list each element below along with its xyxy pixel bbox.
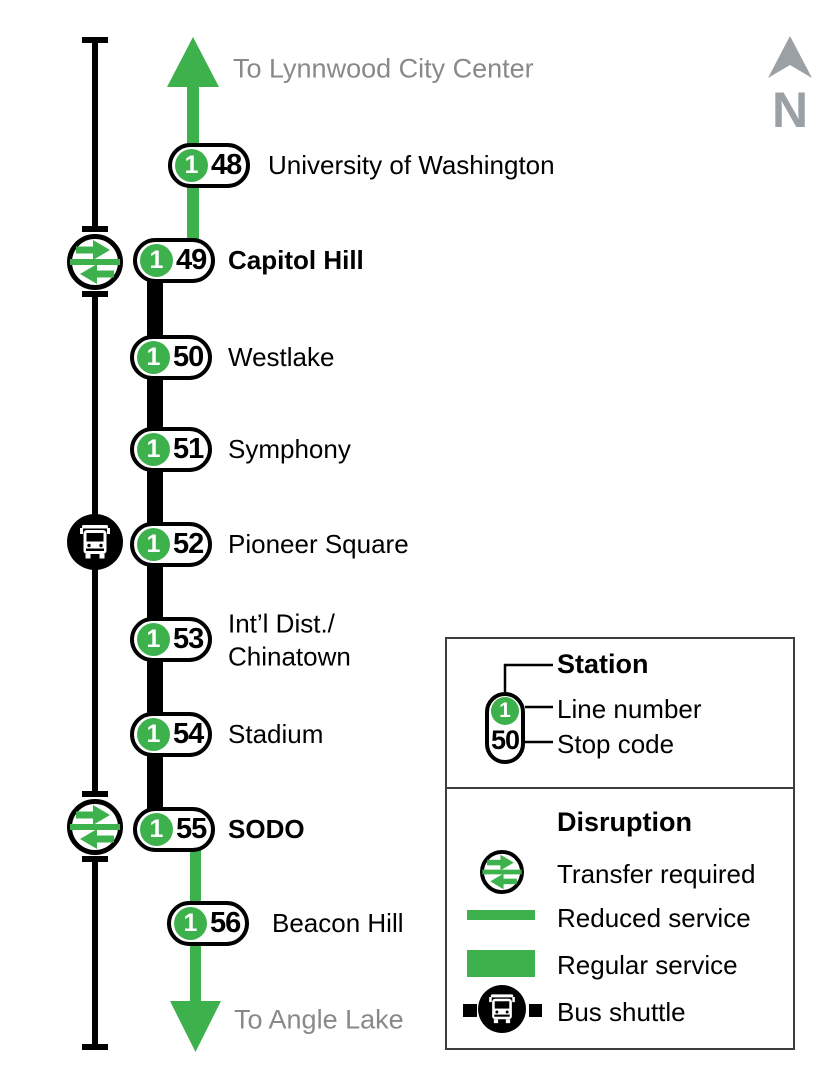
transfer-icon [67, 799, 123, 855]
line-number-dot: 1 [174, 907, 207, 940]
station-label: SODO [228, 813, 305, 844]
stop-code: 53 [173, 623, 204, 655]
stop-code: 55 [176, 813, 207, 845]
transfer-icon [480, 850, 524, 894]
legend-disruption-title: Disruption [557, 807, 692, 837]
stop-code: 56 [210, 907, 241, 939]
station-badge-55: 1 55 [133, 807, 215, 852]
legend-line-number-label: Line number [557, 694, 702, 724]
station-badge-50: 1 50 [130, 335, 212, 380]
station-badge-56: 1 56 [167, 901, 249, 946]
line-number-dot: 1 [175, 149, 208, 182]
south-direction-arrowhead [170, 1001, 221, 1052]
stop-code: 52 [173, 528, 204, 560]
line-number-dot: 1 [137, 433, 170, 466]
reduced-service-swatch [467, 910, 535, 920]
legend-box: 1 50 Station Line number Stop code Disru… [445, 637, 795, 1050]
station-badge-48: 1 48 [168, 143, 250, 188]
station-label: Symphony [228, 433, 351, 464]
legend-reduced-label: Reduced service [557, 903, 751, 933]
stop-code: 54 [173, 718, 204, 750]
station-label: Beacon Hill [272, 907, 404, 938]
station-badge-53: 1 53 [130, 617, 212, 662]
station-label: Westlake [228, 341, 335, 372]
bracket-cap [82, 856, 108, 862]
line-number-dot: 1 [137, 623, 170, 656]
bus-shuttle-icon [463, 985, 558, 1033]
legend-regular-label: Regular service [557, 950, 738, 980]
legend-stop-code-label: Stop code [557, 729, 675, 759]
stop-code: 49 [176, 244, 207, 276]
station-badge-49: 1 49 [133, 238, 215, 283]
station-label: Int’l Dist./ Chinatown [228, 608, 351, 672]
bus-shuttle-icon [67, 514, 123, 570]
station-label: Pioneer Square [228, 528, 409, 559]
legend-bus-label: Bus shuttle [557, 997, 686, 1027]
bracket-cap [82, 791, 108, 797]
stop-code: 48 [211, 149, 242, 181]
station-label: Stadium [228, 718, 324, 749]
stop-code-sample: 50 [490, 725, 520, 755]
station-badge-52: 1 52 [130, 522, 212, 567]
legend-station-title: Station [557, 649, 649, 679]
legend-divider [447, 787, 793, 789]
north-letter: N [771, 82, 809, 138]
stop-code: 51 [173, 433, 204, 465]
legend-transfer-label: Transfer required [557, 859, 756, 889]
station-label: University of Washington [268, 149, 555, 180]
north-arrow-icon [768, 36, 812, 78]
north-direction-arrowhead [167, 37, 219, 87]
north-compass: N [768, 36, 812, 135]
line-number-dot: 1 [491, 697, 519, 725]
legend-station-pill: 1 50 [485, 692, 525, 764]
line-number-dot: 1 [137, 341, 170, 374]
line-number-dot: 1 [137, 528, 170, 561]
bracket-line-lower [92, 862, 98, 1046]
line-number-dot: 1 [140, 244, 173, 277]
line-number-dot: 1 [140, 813, 173, 846]
legend-callout-lines [503, 663, 553, 744]
bracket-cap [82, 226, 108, 232]
stop-code: 50 [173, 341, 204, 373]
bracket-line-upper [92, 40, 98, 230]
bracket-cap-bottom [82, 1044, 108, 1050]
direction-label-north: To Lynnwood City Center [233, 53, 534, 84]
bracket-cap [82, 291, 108, 297]
station-label: Capitol Hill [228, 244, 364, 275]
station-badge-51: 1 51 [130, 427, 212, 472]
line-number-dot: 1 [137, 718, 170, 751]
station-badge-54: 1 54 [130, 712, 212, 757]
regular-service-swatch [467, 950, 535, 977]
transfer-icon [67, 234, 123, 290]
direction-label-south: To Angle Lake [234, 1004, 404, 1035]
